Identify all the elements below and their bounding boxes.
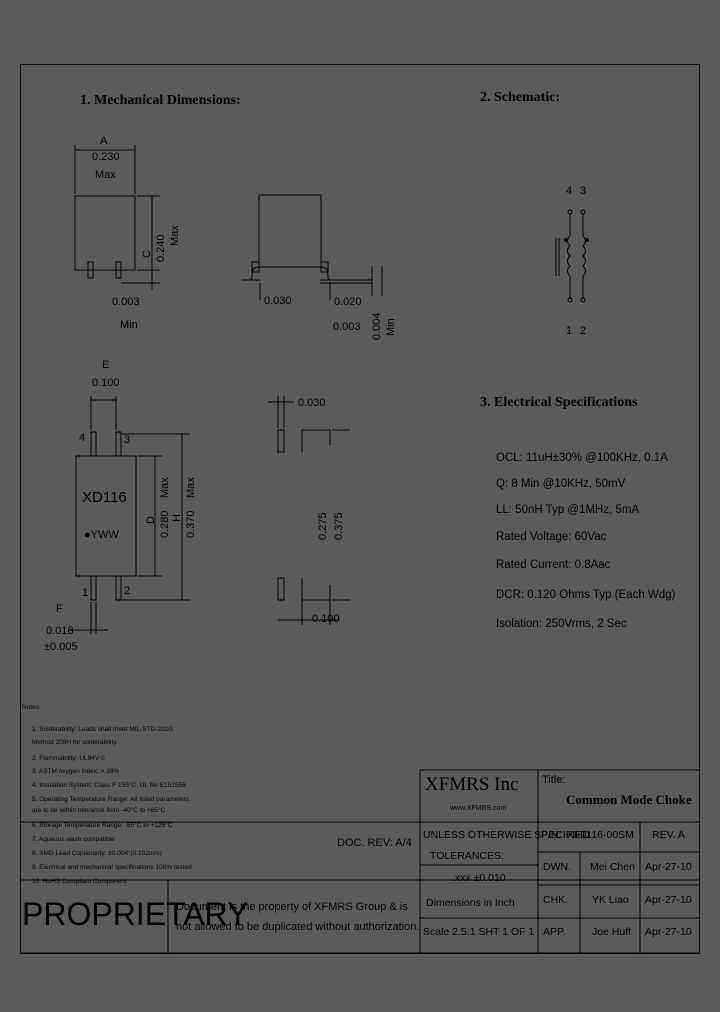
note-line: 10. RoHS Compliant Component: [32, 878, 127, 885]
dim-g-value: 0.003: [112, 296, 140, 308]
dwn-date: Apr-27-10: [645, 861, 692, 873]
schematic-heading: 2. Schematic:: [480, 90, 561, 105]
part-marking: XD116: [82, 489, 127, 506]
pad-layout-outline: [268, 396, 350, 625]
dim-e-value: 0.100: [92, 377, 120, 389]
pn-value: XF0116-00SM: [567, 829, 634, 841]
proprietary-stamp: PROPRIETARY: [22, 896, 249, 932]
dimensions-unit: Dimensions in Inch: [426, 897, 515, 909]
note-line: 6. Storage Temperature Range: -55°C to +…: [32, 822, 173, 829]
title-block-lines: [20, 769, 700, 954]
dim-a-letter: A: [100, 135, 108, 147]
front-pin-2: 2: [124, 585, 131, 597]
spec-rated-current: Rated Current: 0.8Aac: [496, 559, 611, 571]
chk-date: Apr-27-10: [645, 894, 692, 906]
dim-h-value: 0.370: [185, 510, 197, 538]
doc-revision: DOC. REV: A/4: [337, 837, 412, 849]
notes-title: Notes:: [22, 704, 41, 711]
note-line: Method 208H for solderability.: [32, 739, 118, 746]
dim-f-letter: F: [56, 603, 63, 615]
pad-width: 0.030: [298, 397, 326, 409]
notice-line-1: Document is the property of XFMRS Group …: [176, 901, 408, 913]
chk-label: CHK.: [543, 894, 569, 906]
dim-d-max: Max: [159, 477, 171, 498]
dim-e-letter: E: [102, 359, 110, 371]
date-code: ●YWW: [84, 529, 119, 541]
note-line: 3. ASTM oxygen index: > 28%: [32, 768, 120, 775]
note-line: 9. Electrical and mechanical specificati…: [32, 864, 192, 871]
dim-d-value: 0.280: [159, 510, 171, 538]
spec-isolation: Isolation: 250Vrms, 2 Sec: [496, 618, 627, 630]
tolerance-value: .xxx ±0.010: [452, 872, 506, 884]
scale-sheet: Scale 2.5:1 SHT 1 OF 1: [423, 926, 535, 938]
pad-dim-275: 0.275: [317, 512, 329, 540]
electrical-heading: 3. Electrical Specifications: [480, 395, 638, 410]
pad-dim-375: 0.375: [333, 512, 345, 540]
title-label: Title:: [542, 774, 566, 786]
dim-f-tolerance: ±0.005: [44, 641, 78, 653]
dwn-label: DWN.: [543, 861, 571, 873]
schematic-pin-2: 2: [580, 325, 587, 337]
dim-h-label: H: [171, 514, 183, 522]
dim-f-value: 0.018: [46, 625, 74, 637]
side-dim-left: 0.030: [264, 295, 292, 307]
dim-c-max: Max: [169, 225, 181, 246]
side-min-label: Min: [385, 318, 397, 336]
front-view-outline: [70, 396, 190, 634]
schematic-pin-1: 1: [566, 325, 573, 337]
app-name: Joe Huff: [592, 926, 631, 938]
note-line: 2. Flammability: UL94V-0: [32, 755, 105, 762]
spec-rated-voltage: Rated Voltage: 60Vac: [496, 531, 607, 543]
top-view-outline: [74, 145, 160, 290]
dwn-name: Mei Chen: [590, 861, 635, 873]
company-website: www.XFMRS.com: [450, 805, 507, 812]
rev-label: REV. A: [652, 829, 685, 841]
note-line: 8. SMD Lead Coplanarity: ±0.004"(0.102mm…: [32, 850, 162, 857]
pn-label: P/N:: [541, 829, 562, 841]
spec-ocl: OCL: 11uH±30% @100KHz, 0.1A: [496, 452, 668, 464]
mechanical-heading: 1. Mechanical Dimensions:: [80, 93, 241, 108]
front-pin-4: 4: [79, 432, 86, 444]
dim-c-label: C: [141, 250, 153, 258]
company-name: XFMRS Inc: [425, 774, 519, 795]
front-pin-3: 3: [124, 434, 131, 446]
side-dim-right: 0.020: [334, 296, 362, 308]
dim-h-max: Max: [185, 477, 197, 498]
side-min-value: 0.004: [371, 312, 383, 340]
schematic-linework: [555, 209, 589, 303]
front-pin-1: 1: [82, 587, 89, 599]
dim-a-value: 0.230: [92, 151, 120, 163]
note-line: 7. Aqueous wash compatible: [32, 836, 115, 843]
dim-g-min: Min: [120, 319, 138, 331]
spec-dcr: DCR: 0.120 Ohms Typ (Each Wdg): [496, 589, 676, 601]
dim-d-label: D: [145, 516, 157, 524]
title-value: Common Mode Choke: [566, 792, 692, 807]
pad-pitch: 0.100: [312, 613, 340, 625]
schematic-pin-3: 3: [580, 185, 587, 197]
side-dim-right2: 0.003: [333, 321, 361, 333]
tolerance-header: UNLESS OTHERWISE SPECIFIED: [423, 829, 590, 841]
note-line: 4. Insulation System: Class F 155°C, UL …: [32, 782, 186, 789]
note-line: 1. Solderability: Leads shall meet MIL-S…: [32, 726, 174, 733]
app-label: APP.: [543, 926, 566, 938]
chk-name: YK Liao: [592, 894, 629, 906]
notice-line-2: not allowed to be duplicated without aut…: [176, 921, 420, 933]
side-view-outline: [242, 194, 383, 300]
tolerances-label: TOLERANCES:: [430, 850, 504, 862]
note-line: 5. Operating Temperature Range: All list…: [32, 796, 190, 803]
dim-c-value: 0.240: [155, 234, 167, 262]
note-line: are to be within tolerance from -40°C to…: [32, 807, 166, 814]
dim-a-max: Max: [95, 169, 116, 181]
schematic-pin-4: 4: [566, 185, 573, 197]
spec-ll: LL: 50nH Typ @1MHz, 5mA: [496, 504, 640, 516]
app-date: Apr-27-10: [645, 926, 692, 938]
spec-q: Q: 8 Min @10KHz, 50mV: [496, 478, 626, 490]
